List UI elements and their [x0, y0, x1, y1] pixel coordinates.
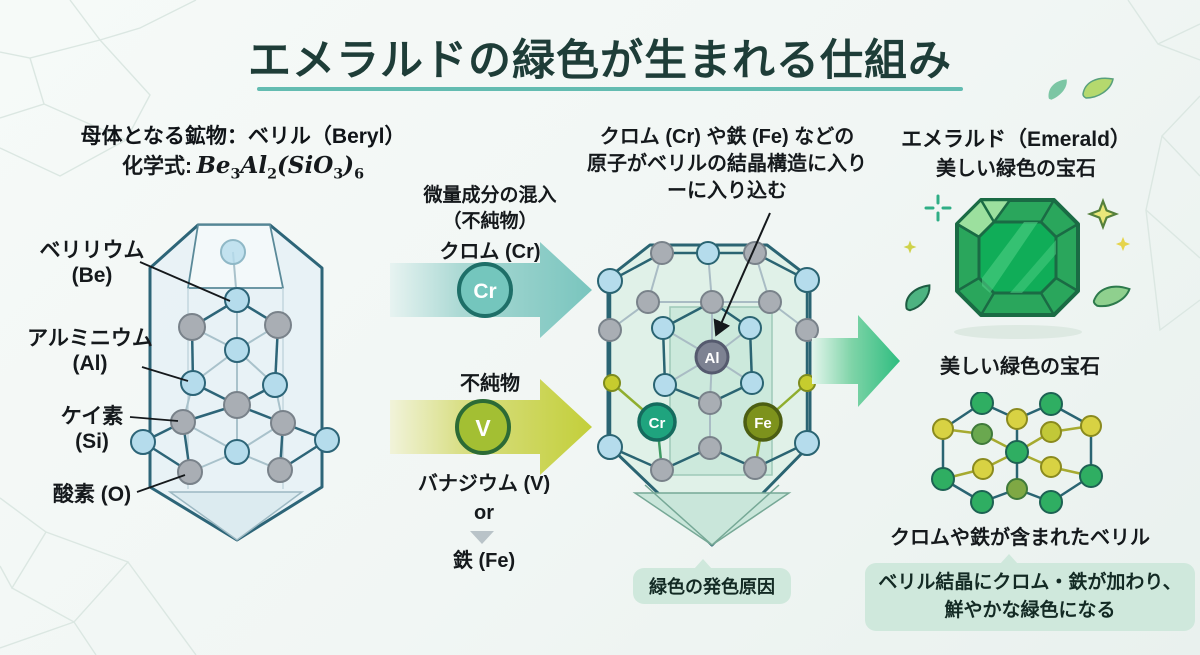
leaf-icon	[1092, 285, 1131, 308]
caption-line3: ーに入り込む	[667, 180, 787, 202]
page-title: エメラルドの緑色が生まれる仕組み	[248, 37, 952, 85]
formula-prefix: 化学式:	[122, 155, 193, 178]
doped-crystal-illustration: Al Cr Fe	[597, 212, 820, 547]
v-badge: V	[455, 399, 511, 455]
beryl-crystal-illustration	[129, 223, 340, 542]
label-pointer-lines	[129, 261, 231, 493]
svg-text:Cr: Cr	[649, 415, 666, 432]
atom-label-beryllium: ベリリウム (Be)	[18, 238, 166, 288]
title-underline	[257, 87, 963, 91]
atom-label-line1: 酸素 (O)	[52, 483, 132, 506]
green-beryl-lattice-illustration	[931, 392, 1103, 514]
leaf-icon	[905, 284, 931, 312]
beryl-heading: 母体となる鉱物：ベリル（Beryl）	[80, 125, 406, 148]
emerald-subheading: 美しい緑色の宝石	[936, 158, 1096, 180]
atom-label-line1: アルミニウム	[27, 327, 153, 350]
formula-sub: 2	[267, 166, 277, 183]
formula-part: Al	[240, 152, 268, 179]
caption-line1: クロム (Cr) や鉄 (Fe) などの	[599, 126, 855, 148]
atom-label-line2: (Be)	[71, 264, 113, 287]
beryl-atoms	[130, 239, 340, 485]
gem-shadow	[954, 325, 1082, 339]
caption-line2: 原子がベリルの結晶構造に入り	[587, 153, 867, 175]
beryl-formula-row: 化学式: Be3Al2(SiO3)6	[48, 152, 438, 183]
svg-text:Cr: Cr	[473, 280, 496, 303]
arrow-right-icon	[812, 315, 900, 407]
result-arrow	[812, 315, 900, 407]
summary-line2: 鮮やかな緑色になる	[944, 600, 1116, 621]
svg-text:Al: Al	[705, 350, 720, 367]
lattice-heading: 美しい緑色の宝石	[940, 356, 1100, 378]
emerald-gem-icon	[955, 198, 1080, 317]
sparkle-star-icon	[1086, 197, 1120, 231]
doped-crystal-caption: クロム (Cr) や鉄 (Fe) などの 原子がベリルの結晶構造に入り ーに入り…	[577, 124, 877, 205]
formula-sub: 3	[230, 166, 241, 183]
atom-label-aluminium: アルミニウム (Al)	[10, 326, 170, 376]
chromium-label: クロム (Cr)	[439, 241, 541, 263]
atom-label-line2: (Al)	[72, 352, 108, 375]
emerald-gem-illustration	[903, 194, 1131, 339]
atom-label-line1: ベリリウム	[39, 239, 145, 262]
vanadium-arrow: V	[390, 379, 592, 475]
bubble-pointer	[1000, 554, 1018, 564]
lattice-caption: クロムや鉄が含まれたベリル	[890, 527, 1150, 549]
formula-sub: 3	[333, 166, 344, 183]
impurity-heading-line2: （不純物）	[442, 211, 538, 232]
impurity-heading-line1: 微量成分の混入	[423, 185, 557, 206]
chromium-arrow: Cr	[390, 242, 592, 338]
atom-label-silicon: ケイ素 (Si)	[18, 404, 166, 454]
or-label: or	[474, 502, 494, 524]
annotation-arrow-icon	[713, 212, 771, 337]
arrow-down-icon	[470, 531, 494, 544]
cause-pill: 緑色の発色原因	[633, 568, 791, 604]
atom-label-line1: ケイ素	[60, 405, 124, 428]
summary-box: ベリル結晶にクロム・鉄が加わり、 鮮やかな緑色になる	[865, 563, 1195, 631]
cr-badge: Cr	[457, 262, 513, 318]
impurity-label: 不純物	[460, 373, 520, 395]
vanadium-label: バナジウム (V)	[417, 473, 551, 495]
formula-part: (SiO	[276, 152, 334, 179]
atom-label-line2: (Si)	[75, 430, 109, 453]
doped-atoms	[597, 241, 820, 482]
iron-label: 鉄 (Fe)	[452, 550, 516, 572]
atom-label-oxygen: 酸素 (O)	[18, 482, 166, 507]
lattice-atoms	[931, 392, 1103, 514]
emerald-heading: エメラルド（Emerald）	[901, 128, 1131, 151]
formula-sub: 6	[354, 166, 364, 183]
formula-part: Be	[196, 152, 231, 179]
fe-atom-badge: Fe	[743, 402, 783, 442]
sparkle-plus-icon	[924, 194, 952, 222]
decor-leaves-top-right	[1048, 77, 1114, 100]
bubble-pointer	[694, 559, 712, 569]
sparkle-star-icon	[903, 240, 917, 254]
sparkle-star-icon	[1115, 236, 1131, 252]
leaf-icon	[1048, 77, 1114, 100]
chemical-formula: Be3Al2(SiO3)6	[196, 152, 364, 183]
svg-text:V: V	[475, 415, 491, 441]
cr-atom-badge: Cr	[637, 402, 677, 442]
svg-text:Fe: Fe	[754, 415, 772, 432]
formula-part: )	[343, 152, 355, 179]
summary-line1: ベリル結晶にクロム・鉄が加わり、	[878, 572, 1182, 593]
al-badge: Al	[694, 339, 730, 375]
